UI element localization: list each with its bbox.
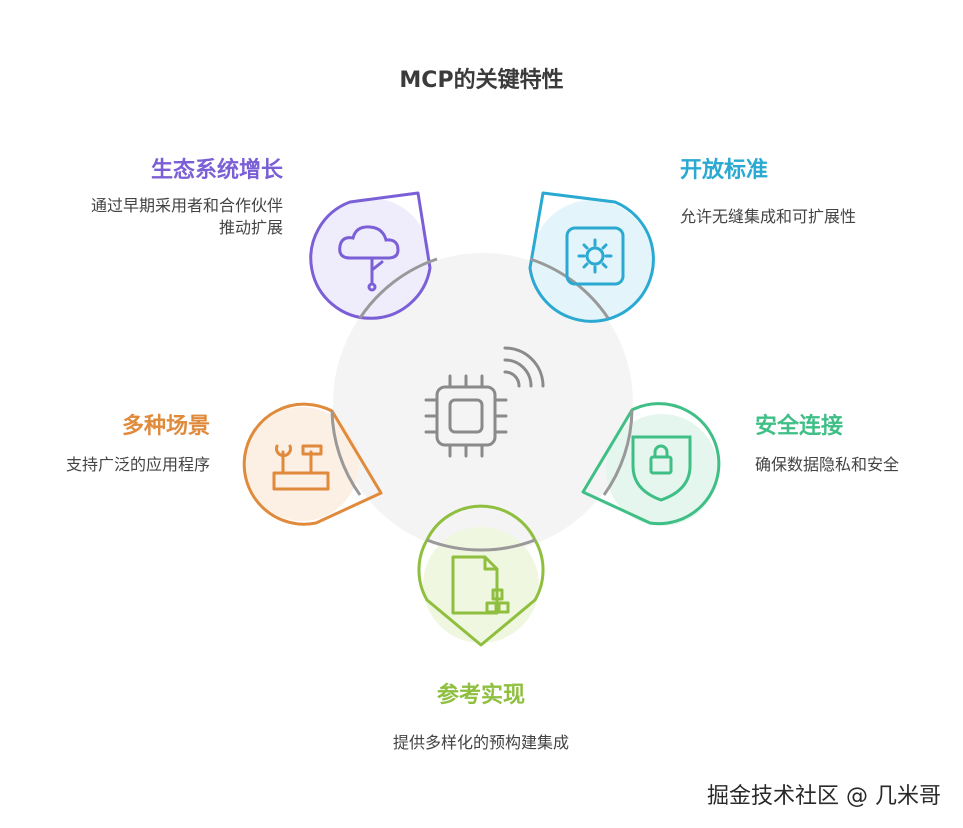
petal-open [528, 191, 655, 323]
petal-security [581, 402, 721, 526]
petal-ecosystem [309, 191, 438, 320]
label-security: 安全连接 [755, 414, 844, 439]
document-blocks-icon [451, 555, 510, 615]
desc-ecosystem: 通过早期采用者和合作伙伴推动扩展 [90, 196, 283, 237]
diagram-title: MCP的关键特性 [399, 68, 564, 93]
desc-open: 允许无缝集成和可扩展性 [680, 207, 857, 226]
label-open: 开放标准 [680, 158, 769, 183]
petal-reference [417, 504, 545, 647]
desc-security: 确保数据隐私和安全 [755, 455, 900, 474]
shield-lock-icon [631, 435, 692, 502]
cloud-tree-icon [338, 225, 400, 292]
label-ecosystem: 生态系统增长 [150, 158, 283, 183]
gear-icon [565, 226, 625, 286]
desc-reference: 提供多样化的预构建集成 [392, 733, 569, 752]
tools-icon [272, 444, 330, 491]
desc-scenarios: 支持广泛的应用程序 [65, 455, 210, 474]
label-reference: 参考实现 [436, 683, 525, 708]
label-scenarios: 多种场景 [121, 414, 210, 439]
petal-scenarios [242, 402, 383, 526]
watermark: 掘金技术社区 @ 几米哥 [707, 784, 941, 809]
chip-wireless-icon [424, 346, 545, 458]
